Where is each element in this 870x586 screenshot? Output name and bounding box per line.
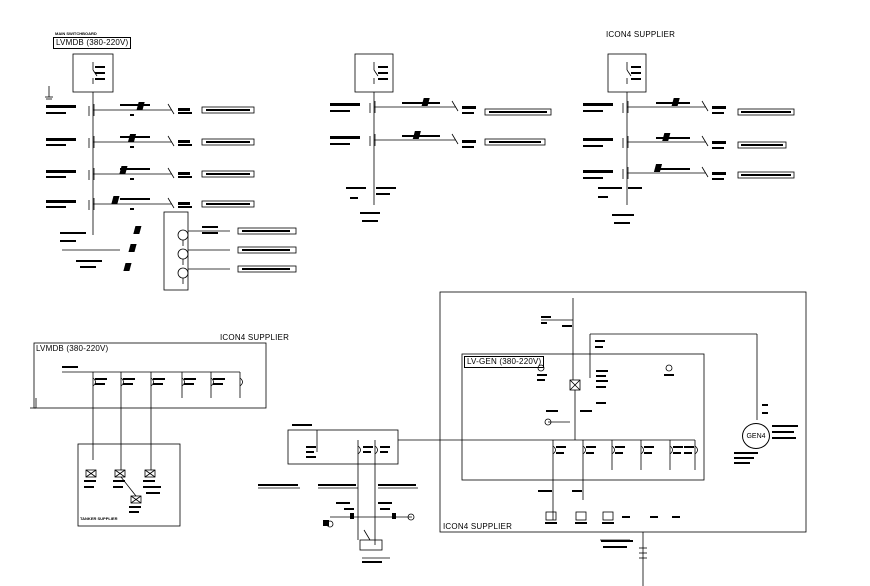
generator-symbol: GEN4	[742, 423, 770, 449]
generator-label: GEN4	[746, 432, 766, 440]
lvmdb-bottom-feeders	[92, 372, 243, 470]
sub-board-feeders	[177, 227, 297, 284]
icon4-supplier-top-title: ICON4 SUPPLIER	[606, 30, 676, 39]
right-top-diagram	[607, 53, 795, 205]
annotation-blocks	[46, 66, 798, 563]
lvmdb-top-feeders	[88, 103, 255, 210]
lvmdb-top-title: LVMDB (380-220V)	[53, 37, 132, 49]
lv-gen-supplier-label: ICON4 SUPPLIER	[443, 522, 513, 531]
middle-top-diagram	[354, 53, 552, 205]
lvmdb-bottom-title: LVMDB (380-220V)	[36, 344, 109, 353]
lv-gen-title: LV-GEN (380-220V)	[464, 356, 545, 368]
tie-panel-diagram	[258, 429, 553, 559]
lvmdb-top-diagram	[45, 53, 297, 291]
lvmdb-bottom-supplier-label: ICON4 SUPPLIER	[220, 333, 290, 342]
lvmdb-bottom-diagram	[30, 342, 267, 527]
lvmdb-top-header-note: MAIN SWITCHBOARD	[55, 31, 97, 36]
tanker-supplier-title: TANKER SUPPLIER	[80, 516, 118, 521]
